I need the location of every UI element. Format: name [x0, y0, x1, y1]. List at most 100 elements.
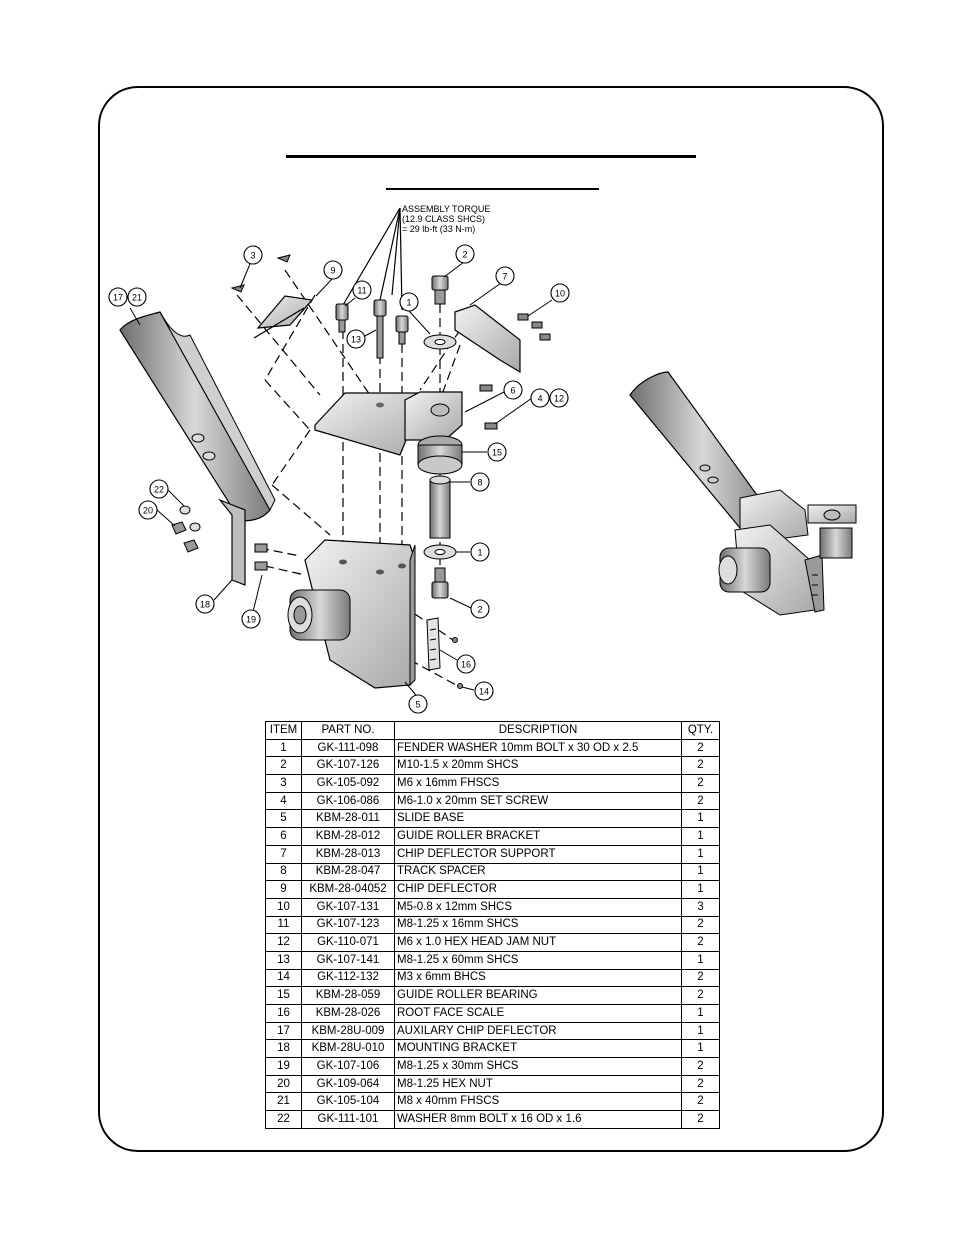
item-cell: 17 [265, 1021, 302, 1041]
torque-note-line-1: ASSEMBLY TORQUE [402, 204, 490, 214]
description-cell: WASHER 8mm BOLT x 16 OD x 1.6 [394, 1110, 682, 1129]
callout-8-label: 8 [477, 478, 482, 488]
callout-9-label: 9 [330, 266, 335, 276]
description-cell: M8-1.25 HEX NUT [394, 1074, 682, 1094]
torque-note: ASSEMBLY TORQUE (12.9 CLASS SHCS) = 29 l… [342, 204, 490, 311]
callout-1-top-label: 1 [406, 298, 411, 308]
item-cell: 2 [265, 756, 302, 776]
callout-10-label: 10 [555, 289, 565, 299]
description-cell: CHIP DEFLECTOR SUPPORT [394, 844, 682, 864]
header-part-no: PART NO. [301, 721, 395, 740]
callout-5-label: 5 [415, 700, 420, 710]
callout-5: 5 [408, 694, 428, 714]
description-cell: M6 x 1.0 HEX HEAD JAM NUT [394, 933, 682, 952]
callout-14-label: 14 [479, 687, 489, 697]
callout-7: 7 [495, 266, 515, 286]
item-cell: 11 [265, 915, 302, 935]
callout-12-label: 12 [554, 394, 564, 404]
torque-note-line-3: = 29 lb-ft (33 N-m) [402, 224, 475, 234]
callout-2-top: 2 [455, 244, 475, 264]
description-cell: MOUNTING BRACKET [394, 1039, 682, 1059]
callout-17-label: 17 [113, 293, 123, 303]
callout-8: 8 [470, 472, 490, 492]
part-no-cell: GK-107-126 [301, 756, 395, 776]
callout-17: 17 [108, 287, 128, 307]
item-cell: 19 [265, 1057, 302, 1076]
callout-2-bottom: 2 [470, 599, 490, 619]
part-no-cell: KBM-28-013 [301, 844, 395, 864]
page-frame [98, 86, 884, 1152]
callout-3-label: 3 [250, 251, 255, 261]
qty-cell: 2 [681, 968, 720, 988]
qty-cell: 2 [681, 986, 720, 1005]
item-cell: 22 [265, 1110, 302, 1129]
shcs-bolts [335, 299, 409, 359]
callout-19-label: 19 [246, 615, 256, 625]
item-cell: 12 [265, 933, 302, 952]
qty-cell: 1 [681, 862, 720, 882]
qty-cell: 2 [681, 1092, 720, 1112]
part-no-cell: KBM-28U-010 [301, 1039, 395, 1059]
callout-1-bottom-label: 1 [477, 548, 482, 558]
callout-6-label: 6 [510, 386, 515, 396]
part-no-cell: GK-105-092 [301, 774, 395, 793]
exploded-assembly-diagram: ASSEMBLY TORQUE (12.9 CLASS SHCS) = 29 l… [100, 195, 880, 715]
item-cell: 3 [265, 774, 302, 793]
callout-12: 12 [549, 388, 569, 408]
callout-13: 13 [346, 329, 366, 349]
item-cell: 6 [265, 827, 302, 846]
washer-and-nut-group [171, 505, 201, 553]
header-description: DESCRIPTION [394, 721, 682, 740]
part-no-cell: GK-110-071 [301, 933, 395, 952]
qty-cell: 1 [681, 1004, 720, 1023]
root-face-scale [426, 617, 463, 689]
callout-20: 20 [138, 500, 158, 520]
description-cell: M3 x 6mm BHCS [394, 968, 682, 988]
assembled-view [629, 371, 857, 616]
item-cell: 5 [265, 809, 302, 829]
callout-18-label: 18 [200, 600, 210, 610]
item-cell: 10 [265, 897, 302, 917]
qty-cell: 2 [681, 1074, 720, 1094]
description-cell: M6 x 16mm FHSCS [394, 774, 682, 793]
item-cell: 8 [265, 862, 302, 882]
description-cell: TRACK SPACER [394, 862, 682, 882]
guide-roller-bearings [417, 435, 463, 475]
callout-1-bottom: 1 [470, 542, 490, 562]
callout-20-label: 20 [143, 506, 153, 516]
part-no-cell: GK-111-101 [301, 1110, 395, 1129]
qty-cell: 2 [681, 933, 720, 952]
item-cell: 21 [265, 1092, 302, 1112]
table-header-row: ITEM PART NO. DESCRIPTION QTY. [265, 721, 720, 740]
callout-11-label: 11 [357, 286, 366, 296]
qty-cell: 2 [681, 756, 720, 776]
qty-cell: 1 [681, 1039, 720, 1059]
header-qty: QTY. [681, 721, 720, 740]
callout-22: 22 [149, 479, 169, 499]
chip-deflector-support [454, 304, 551, 374]
qty-cell: 1 [681, 827, 720, 846]
guide-roller-bracket [404, 384, 498, 441]
part-no-cell: KBM-28U-009 [301, 1021, 395, 1041]
description-cell: GUIDE ROLLER BEARING [394, 986, 682, 1005]
item-cell: 1 [265, 738, 302, 758]
callout-7-label: 7 [502, 272, 507, 282]
